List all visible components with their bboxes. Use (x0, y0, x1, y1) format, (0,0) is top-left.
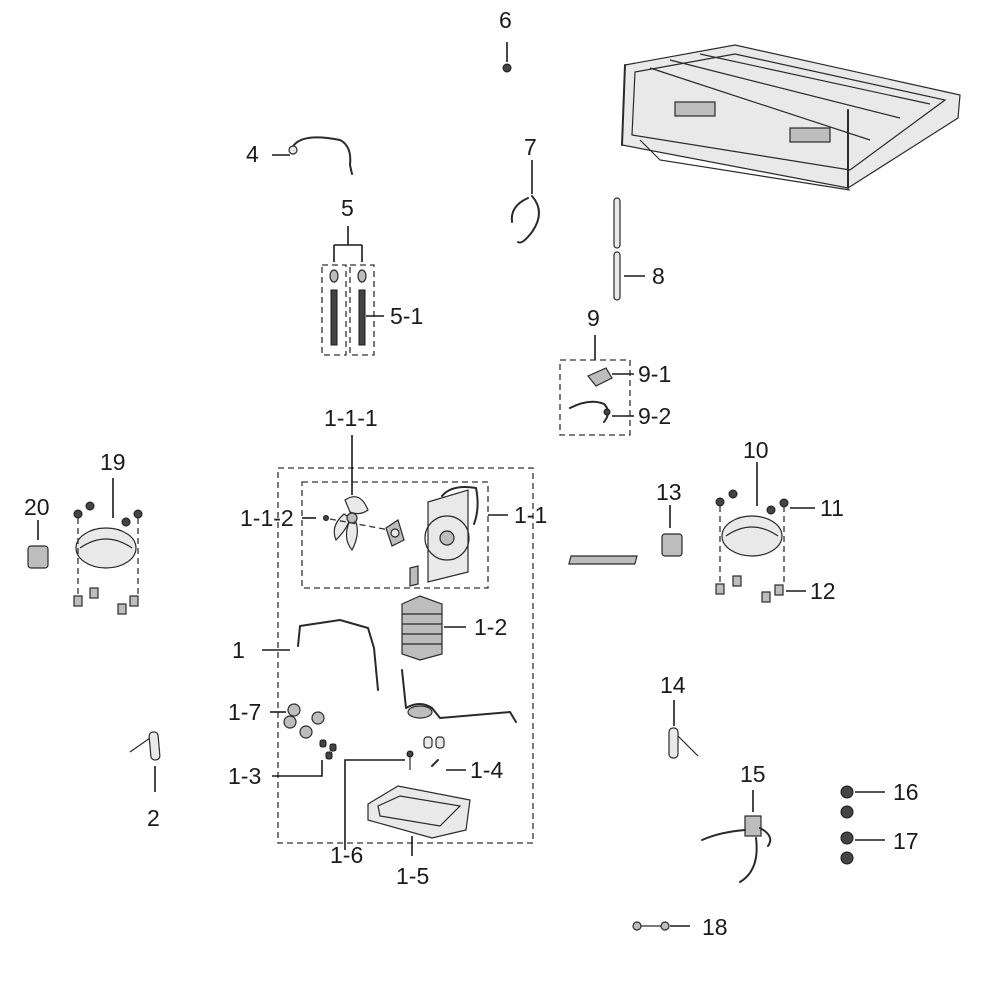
callout-8: 8 (652, 263, 665, 289)
callout-17: 19 (100, 449, 126, 475)
callout-12: 12 (810, 578, 836, 604)
callout-1-1: 1-1 (514, 502, 547, 528)
part-1-6-grommets (270, 703, 325, 739)
part-7-hook-tube (510, 160, 540, 244)
part-4-bent-tube (272, 136, 353, 175)
callout-13: 13 (656, 479, 682, 505)
part-16-fittings (632, 921, 690, 931)
callout-16: 18 (702, 914, 728, 940)
callout-11: 11 (820, 495, 844, 521)
callout-5-1: 5-1 (390, 303, 423, 329)
callout-15: 15 (740, 761, 766, 787)
callout-9-2: 9-2 (638, 403, 671, 429)
callout-9-1: 9-1 (638, 361, 671, 387)
callout-6: 6 (499, 7, 512, 33)
callout-1-1-2: 1-1-2 (240, 505, 294, 531)
fan-shroud-part (409, 486, 479, 587)
callout-10: 10 (743, 437, 769, 463)
callout-2: 2 (147, 805, 160, 831)
part-1-2-evaporator (401, 595, 466, 661)
base-frame-part (621, 44, 961, 191)
callout-14: 14 (660, 672, 686, 698)
fan-motor-part (385, 519, 405, 547)
callout-1-3: 1-3 (228, 763, 261, 789)
callout-4: 4 (246, 141, 259, 167)
callout-9: 9 (587, 305, 600, 331)
part-20-grommets (840, 831, 885, 865)
part-9-sensor-group (559, 335, 634, 436)
part-17-compressor-left (73, 478, 143, 615)
callout-1-7: 1-6 (330, 842, 363, 868)
callout-1-2: 1-2 (474, 614, 507, 640)
callout-20: 17 (893, 828, 919, 854)
part-13-relay-right (661, 505, 683, 557)
part-19-grommets (840, 785, 885, 819)
part-1-1-1-fan-blade (333, 435, 369, 552)
part-1-7-screws (344, 750, 414, 850)
part-14-tube (668, 700, 699, 759)
part-1-1-2-screw (302, 515, 401, 533)
part-18-relay-left (27, 520, 49, 569)
part-15-valve (701, 790, 772, 883)
callout-labels: 6 4 7 5 8 5-1 9 9-1 9-2 1-1-1 10 19 13 2… (24, 7, 919, 940)
callout-1-6: 1-7 (228, 699, 261, 725)
callout-1-4: 1-4 (470, 757, 503, 783)
part-1-tubing (262, 619, 517, 723)
part-10-compressor-right (568, 462, 815, 603)
callout-5: 5 (341, 195, 354, 221)
part-1-4-holders (423, 736, 466, 771)
callout-1-1-1: 1-1-1 (324, 405, 378, 431)
part-1-1-fan-box (301, 481, 489, 589)
callout-1: 1 (232, 637, 245, 663)
part-1-3-clips (272, 739, 337, 777)
callout-7: 7 (524, 134, 537, 160)
callout-19: 16 (893, 779, 919, 805)
part-1-assembly-box (277, 467, 534, 844)
part-8-tubes (613, 197, 645, 301)
callout-1-5: 1-5 (396, 863, 429, 889)
part-2-tube (129, 731, 161, 792)
callout-18: 20 (24, 494, 50, 520)
part-5-heater-assembly (321, 226, 384, 356)
part-1-5-tray (367, 785, 471, 856)
part-6-screw (502, 42, 512, 73)
